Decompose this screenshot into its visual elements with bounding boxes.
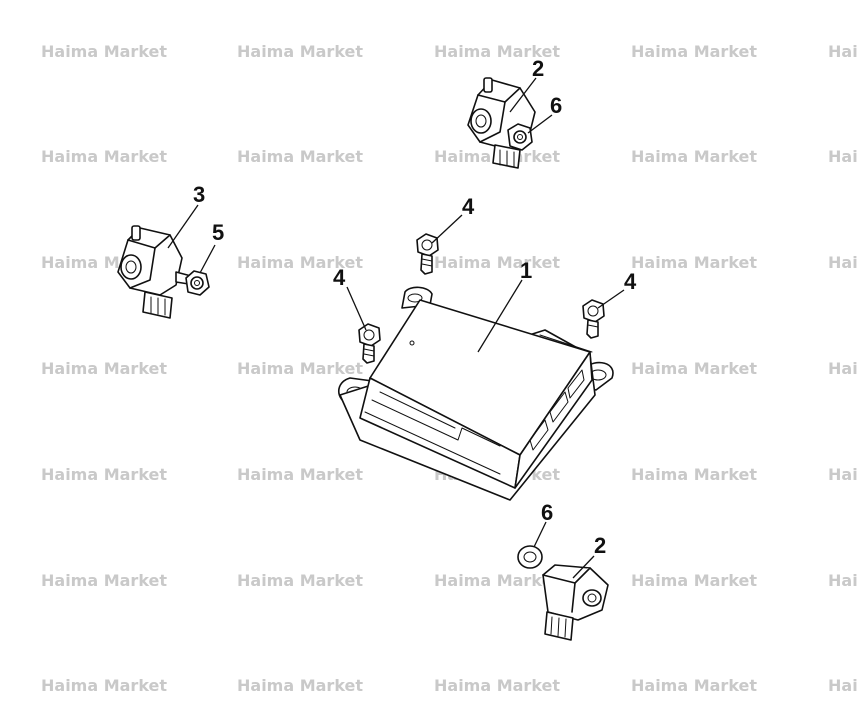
watermark-text: Haima Market — [631, 676, 757, 695]
leader-4-right — [597, 289, 625, 309]
watermark-text-edge: Hai — [828, 359, 858, 378]
watermark-text: Haima Market — [237, 147, 363, 166]
watermark-text: Haima Market — [237, 42, 363, 61]
leader-4-left — [346, 286, 367, 331]
bolt-mid — [416, 233, 439, 275]
watermark-text-edge: Hai — [828, 676, 858, 695]
watermark-text-edge: Hai — [828, 571, 858, 590]
watermark-text: Haima Market — [41, 676, 167, 695]
watermark-text: Haima Market — [41, 465, 167, 484]
callout-5: 5 — [212, 220, 224, 245]
watermark-text: Haima Market — [237, 571, 363, 590]
watermark-text-edge: Hai — [828, 253, 858, 272]
callout-4-left: 4 — [333, 265, 346, 290]
callout-2-bottom: 2 — [594, 533, 606, 558]
watermark-text: Haima Market — [237, 676, 363, 695]
watermark-text: Haima Market — [631, 42, 757, 61]
watermark-text: Haima Market — [631, 147, 757, 166]
crash-sensor-left — [117, 225, 196, 319]
leader-6-top — [527, 114, 553, 134]
watermark-text: Haima Market — [631, 253, 757, 272]
bolt-left — [358, 323, 381, 364]
watermark-text: Haima Market — [237, 253, 363, 272]
watermark-text-edge: Hai — [828, 465, 858, 484]
nut-left — [185, 270, 210, 296]
callout-3: 3 — [193, 182, 205, 207]
bolt-right — [582, 299, 605, 339]
leader-3 — [167, 204, 199, 249]
callout-6-bottom: 6 — [541, 500, 553, 525]
leader-6-bottom — [533, 521, 547, 548]
watermark-text-edge: Hai — [828, 42, 858, 61]
leader-2-top — [509, 77, 537, 113]
watermark-text: Haima Market — [41, 42, 167, 61]
leader-5 — [199, 244, 216, 274]
leader-2-bottom — [572, 555, 595, 579]
watermark-text: Haima Market — [41, 571, 167, 590]
watermark-text: Haima Market — [434, 253, 560, 272]
watermark-text: Haima Market — [631, 359, 757, 378]
watermark-text-edge: Hai — [828, 147, 858, 166]
leader-1 — [477, 279, 523, 353]
leader-lines — [167, 77, 625, 579]
nut-top — [507, 123, 533, 151]
watermark-text: Haima Market — [631, 465, 757, 484]
watermark-text: Haima Market — [434, 571, 560, 590]
watermark-text: Haima Market — [631, 571, 757, 590]
callout-4-right: 4 — [624, 269, 637, 294]
watermark-text: Haima Market — [434, 42, 560, 61]
callout-4-mid: 4 — [462, 194, 475, 219]
ecu-module — [337, 286, 614, 501]
watermark-text: Haima Market — [41, 359, 167, 378]
watermark-text: Haima Market — [237, 359, 363, 378]
callout-6-top: 6 — [550, 93, 562, 118]
callout-labels: 1 2 6 3 5 4 4 4 6 2 — [193, 56, 637, 558]
watermark-text: Haima Market — [237, 465, 363, 484]
crash-sensor-bottom — [542, 564, 609, 641]
washer-bottom — [517, 545, 543, 569]
watermark-text: Haima Market — [434, 676, 560, 695]
callout-1: 1 — [520, 258, 532, 283]
watermark-text: Haima Market — [41, 147, 167, 166]
leader-4-mid — [431, 214, 463, 244]
callout-2-top: 2 — [532, 56, 544, 81]
